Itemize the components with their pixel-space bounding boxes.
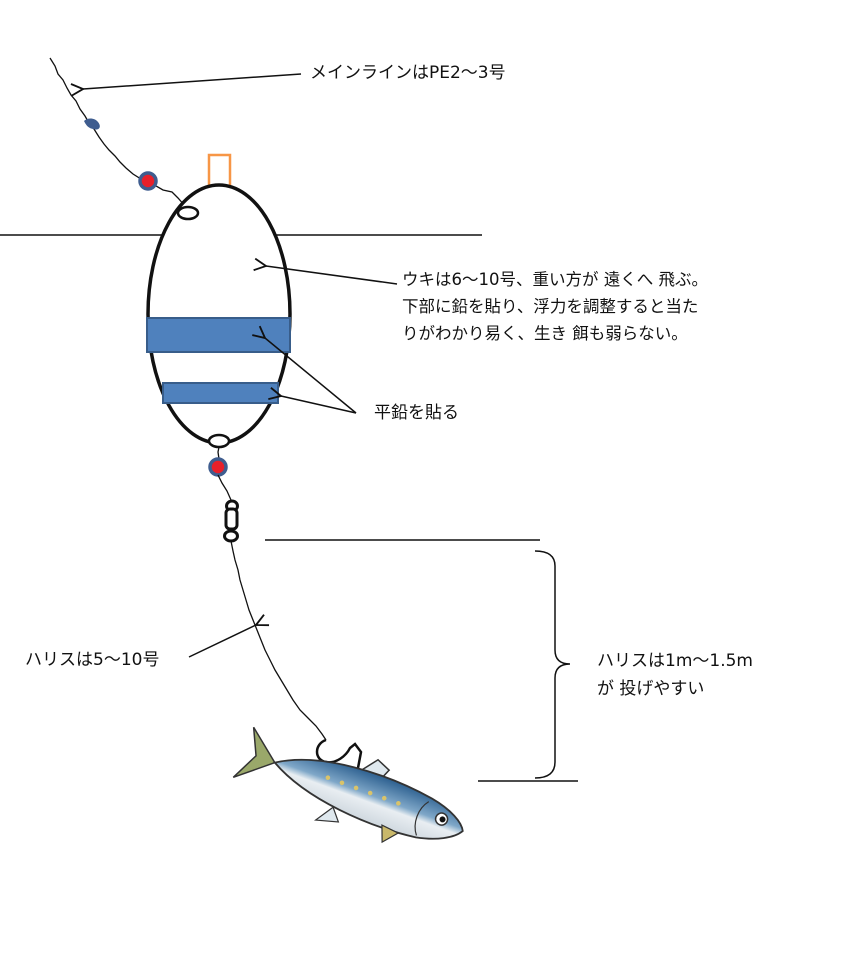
main-line-label: メインラインはPE2～3号 (310, 63, 506, 83)
float-leader-line (217, 446, 220, 460)
float-top-eyelet (176, 205, 200, 221)
float-bottom-eyelet (207, 433, 231, 449)
arrow-main-line (83, 73, 302, 89)
arrow-lead-upper (265, 338, 357, 414)
bead-to-swivel-line (217, 474, 232, 501)
sardine-bait-icon (232, 726, 464, 844)
arrow-harisu (188, 625, 256, 658)
stopper-bead-icon (138, 171, 158, 191)
arrow-lead-lower (281, 396, 357, 414)
lead-band-lower (162, 382, 279, 404)
harisu-line (230, 540, 327, 741)
main-line (49, 57, 186, 207)
float-top-icon (207, 153, 232, 189)
harisu-length-line: が 投げやすい (597, 679, 705, 699)
harisu-label: ハリスは5～10号 (25, 650, 160, 670)
length-bracket-icon (534, 550, 571, 779)
swivel-icon (223, 499, 239, 543)
float-description-line: 下部に鉛を貼り、浮力を調整すると当た (402, 297, 699, 316)
float-icon (146, 183, 292, 445)
stopper-bead-icon (208, 457, 228, 477)
arrow-float (266, 266, 398, 285)
line-knot-icon (84, 118, 100, 130)
float-description: ウキは6～10号、重い方が 遠くへ 飛ぶ。 下部に鉛を貼り、浮力を調整すると当た… (402, 266, 708, 347)
harisu-length-line: ハリスは1m～1.5m (597, 651, 753, 671)
harisu-length-label: ハリスは1m～1.5m が 投げやすい (597, 647, 753, 703)
float-description-line: りがわかり易く、生き 餌も弱らない。 (402, 324, 688, 343)
lead-band-upper (146, 317, 291, 353)
float-description-line: ウキは6～10号、重い方が 遠くへ 飛ぶ。 (402, 270, 708, 289)
lead-label: 平鉛を貼る (374, 403, 459, 423)
